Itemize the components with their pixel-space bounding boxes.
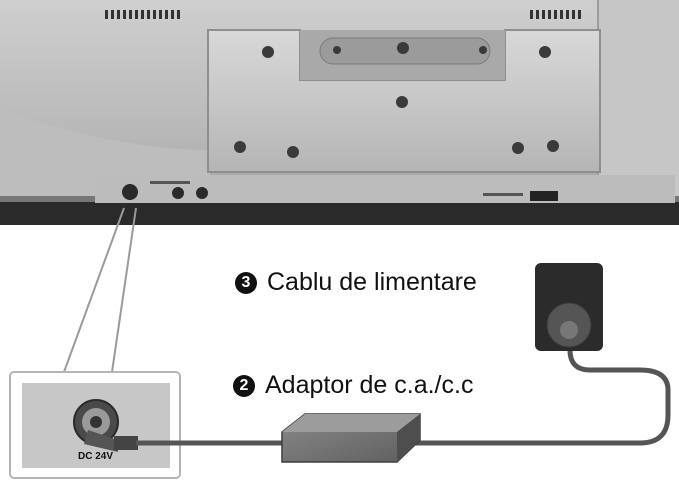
dc-input-label: DC 24V xyxy=(78,451,114,462)
power-plug xyxy=(535,263,603,351)
dc-port-inset xyxy=(9,371,181,479)
adapter-label: 2 Adaptor de c.a./c.c xyxy=(233,371,473,400)
dc-in-port xyxy=(122,184,138,200)
power-cable-text: Cablu de limentare xyxy=(267,268,477,296)
stand-bracket xyxy=(207,29,601,173)
usb-port xyxy=(530,191,558,201)
zoom-callout-lines xyxy=(63,207,137,373)
step-number-3: 3 xyxy=(235,271,257,294)
step-number-2: 2 xyxy=(233,374,255,397)
ac-cable xyxy=(410,349,671,446)
adapter-text: Adaptor de c.a./c.c xyxy=(265,371,474,399)
ac-dc-adapter xyxy=(281,413,421,463)
power-cable-label: 3 Cablu de limentare xyxy=(235,268,477,297)
port-strip xyxy=(95,175,675,203)
